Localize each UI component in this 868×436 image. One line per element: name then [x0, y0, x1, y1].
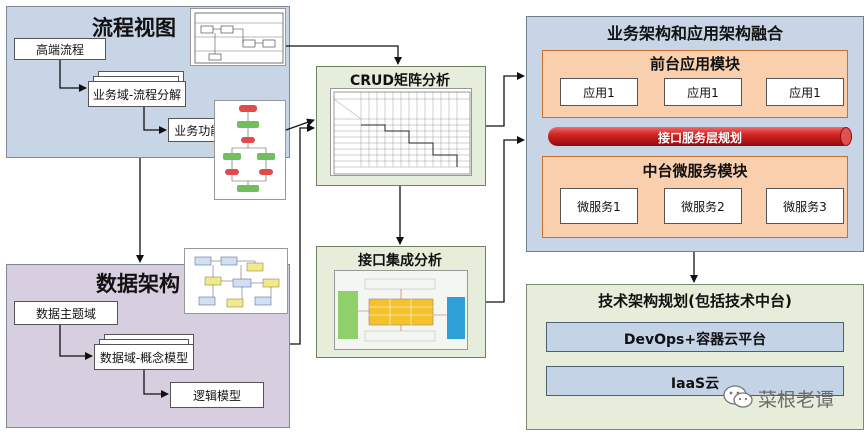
crud-matrix-thumbnail [330, 88, 472, 176]
process-flow-sketch [194, 12, 284, 64]
middle-module-title: 中台微服务模块 [642, 162, 748, 180]
wechat-icon [722, 384, 754, 410]
iaas-bar [546, 366, 844, 396]
process-view-title: 流程视图 [92, 16, 176, 40]
devops-bar [546, 322, 844, 352]
micro-service-1[interactable]: 微服务1 [560, 188, 638, 224]
data-arch-title: 数据架构 [96, 272, 180, 296]
arrow-subject-to-concept [59, 325, 93, 360]
tech-title: 技术架构规划(包括技术中台) [598, 292, 792, 310]
front-module-title: 前台应用模块 [649, 55, 740, 73]
epc-sketch [223, 105, 275, 192]
arrow-high-to-domain [59, 60, 87, 92]
arrow-epc-to-crud [285, 118, 315, 131]
arrow-domain-to-epc [143, 107, 167, 134]
front-app-2[interactable]: 应用1 [664, 78, 742, 106]
data-model-sketch [194, 256, 280, 308]
concept-model-box[interactable]: 数据域-概念模型 [94, 344, 194, 370]
data-model-thumbnail [184, 248, 288, 314]
fusion-title: 业务架构和应用架构融合 [606, 24, 783, 43]
integration-sketch [335, 271, 467, 349]
arrow-process-to-crud-top [286, 45, 402, 65]
tech-panel [526, 284, 864, 430]
arrow-data-to-crud [290, 124, 315, 345]
arrow-concept-to-logic [143, 370, 169, 398]
service-layer-bar [548, 127, 852, 146]
arrow-interface-to-fusion [486, 136, 525, 303]
subject-domain-box[interactable]: 数据主题域 [14, 301, 118, 325]
micro-service-2[interactable]: 微服务2 [664, 188, 742, 224]
crud-title: CRUD矩阵分析 [350, 73, 451, 89]
domain-decomp-box[interactable]: 业务域-流程分解 [88, 81, 186, 107]
micro-service-3[interactable]: 微服务3 [766, 188, 844, 224]
process-flow-thumbnail [190, 8, 286, 66]
logic-model-box[interactable]: 逻辑模型 [170, 382, 264, 408]
epc-thumbnail [214, 100, 286, 200]
interface-title: 接口集成分析 [358, 253, 442, 269]
service-layer-label: 接口服务层规划 [657, 131, 742, 145]
front-app-1[interactable]: 应用1 [560, 78, 638, 106]
high-level-process-box[interactable]: 高端流程 [14, 38, 106, 60]
front-app-3[interactable]: 应用1 [766, 78, 844, 106]
devops-label: DevOps+容器云平台 [623, 332, 767, 348]
watermark-text: 菜根老谭 [758, 389, 835, 411]
iaas-label: IaaS云 [670, 376, 720, 392]
service-layer-bar-cap [840, 127, 852, 146]
crud-matrix-sketch [333, 91, 471, 175]
arrow-crud-to-fusion [486, 72, 525, 127]
integration-thumbnail [334, 270, 468, 350]
